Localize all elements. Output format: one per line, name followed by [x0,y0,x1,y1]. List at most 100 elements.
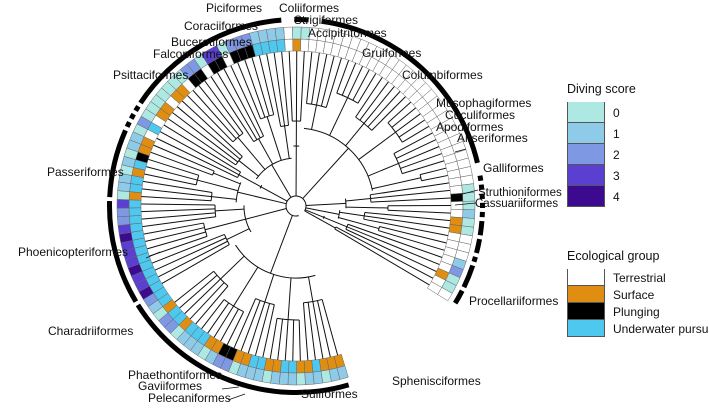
tree-tip-branch [189,282,225,320]
tree-tip-branch [398,146,440,164]
order-arc [294,17,309,23]
tree-tip-branch [300,51,305,122]
tree-tip-branch [216,72,258,140]
diving-cell [117,223,132,235]
tree-branch [204,218,246,231]
tree-node-arc [255,157,292,180]
tree-tip-branch [402,125,430,143]
tree-branch [220,255,245,280]
order-label-accipitriformes: Accipitriformes [308,26,387,40]
tree-tip-branch [204,80,244,134]
tree-tip-branch [141,208,216,213]
tree-tip-branch [176,106,241,160]
ecology-cell [450,201,464,210]
legend-label: 2 [613,147,620,162]
ecology-cell [303,359,314,374]
diving-score-legend: Diving score 0 1 2 3 4 [567,82,636,207]
tree-tip-branch [334,228,430,286]
leader-line [454,148,467,153]
legend-swatch [567,269,605,286]
diving-cell [274,27,285,41]
tree-tip-branch [281,51,289,126]
tree-tip-branch [364,212,451,222]
tree-tip-branch [192,89,237,140]
tree-tip-branch [346,226,440,266]
legend-swatch [567,186,605,207]
tree-tip-branch [277,319,284,360]
order-label-galliformes: Galliformes [483,161,544,175]
order-label-bucerotiformes: Bucerotiformes [171,35,252,49]
tree-tip-branch [154,237,227,271]
ecology-cell [128,207,142,217]
tree-tip-branch [207,302,230,334]
tree-node-arc [243,205,252,233]
tree-tip-branch [174,270,215,303]
tree-tip-branch [251,57,270,117]
order-label-coraciiformes: Coraciiformes [184,19,258,33]
order-label-pelecaniformes: Pelecaniformes [148,391,231,405]
tree-tip-branch [148,158,199,176]
tree-tip-branch [320,55,335,107]
tree-node-arc [253,135,264,143]
tree-node-arc [387,122,403,143]
order-label-columbiformes: Columbiformes [402,68,483,82]
ecology-cell [292,38,302,52]
tree-tip-branch [396,139,437,159]
tree-node-arc [235,182,242,203]
order-label-charadriiformes: Charadriiformes [48,324,133,338]
tree-tip-branch [312,301,324,359]
ecology-cell [296,360,306,374]
tree-node-arc [303,127,373,191]
legend-swatch [567,320,605,337]
order-label-anseriformes: Anseriformes [457,131,528,145]
tree-tip-branch [240,300,261,352]
tree-tip-branch [398,119,426,138]
tree-branch [258,138,274,165]
order-arcs [107,17,485,395]
tree-node-arc [235,156,243,166]
tree-tip-branch [181,100,243,157]
tree-node-arc [237,171,242,178]
tree-tip-branch [378,230,445,251]
tree-tip-branch [371,96,407,131]
tree-tip-branch [347,65,364,98]
tree-tip-branch [195,285,229,325]
tree-branch [284,125,290,159]
tree-tip-branch [347,223,443,258]
legend-label: 3 [613,168,620,183]
tree-branch [338,217,380,230]
legend-title: Ecological group [567,249,660,263]
tree-tip-branch [141,195,212,202]
tree-tip-branch [247,301,266,354]
tree-tip-branch [153,144,215,172]
order-arc [479,193,485,200]
order-label-apodiformes: Apodiformes [436,120,503,134]
tree-branch [358,131,396,160]
tree-branch [238,174,262,188]
tree-branch [237,137,266,170]
order-label-struthioniformes: Struthioniformes [478,187,562,199]
order-arc [107,129,128,198]
tree-branch [367,162,399,177]
tree-branch [269,215,293,274]
tree-tip-branch [262,304,275,358]
tree-tip-branch [230,65,265,137]
tree-tip-branch [387,101,412,124]
tree-tip-branch [141,188,212,198]
ecology-cell [288,360,297,374]
tree-tip-branch [141,212,216,220]
tree-tip-branch [335,226,434,279]
tree-tip-branch [370,189,451,199]
diving-cell [116,190,130,201]
tree-tip-branch [317,300,331,358]
tree-tip-branch [258,55,275,115]
tree-tip-branch [367,90,401,128]
tree-branch [215,208,245,212]
tree-root-arc [285,195,307,217]
legend-swatch [567,144,605,165]
order-label-cassuariiformes: Cassuariiformes [475,198,558,210]
tree-tip-branch [179,274,218,309]
tree-tip-branch [400,153,443,169]
leader-line [145,251,161,259]
